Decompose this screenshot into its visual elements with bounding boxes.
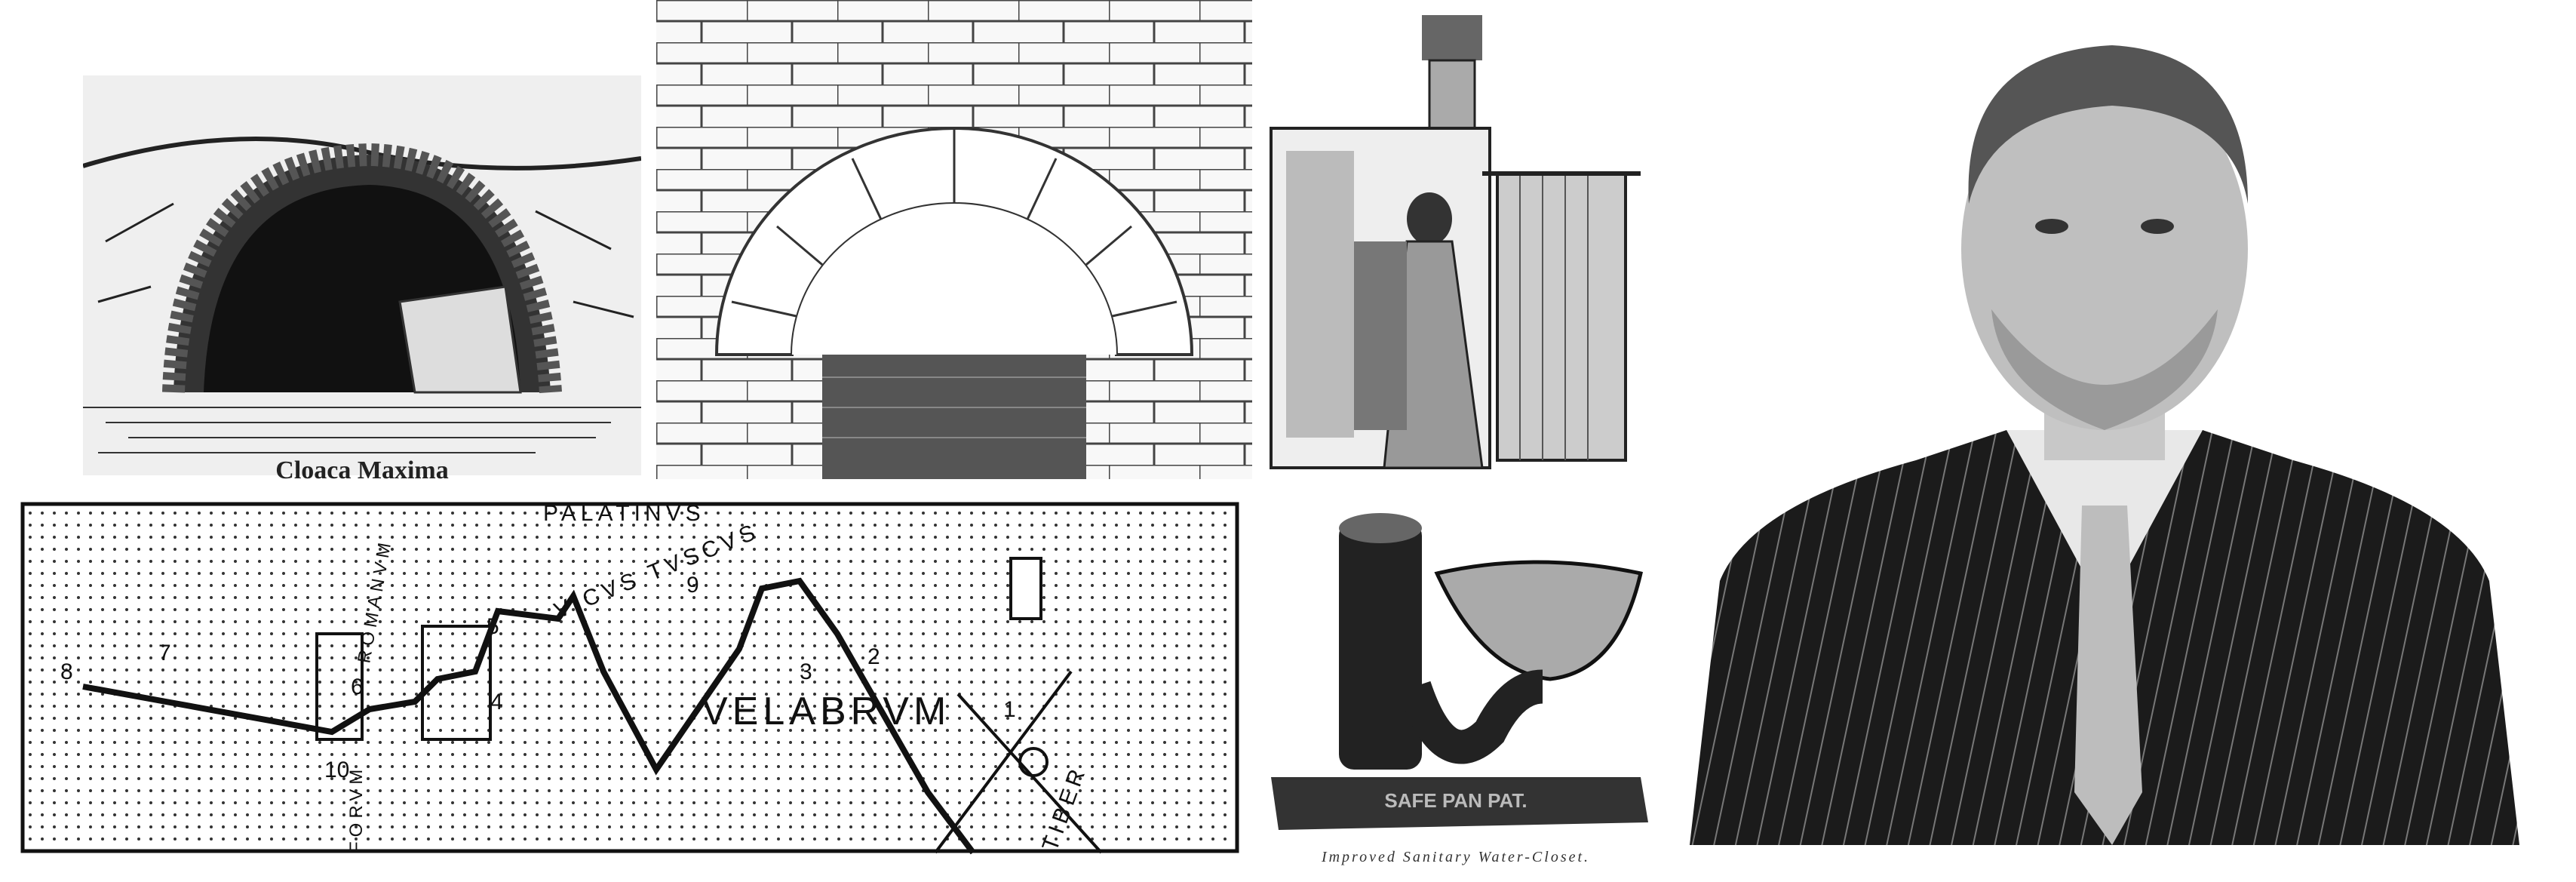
map-number: 6: [351, 675, 364, 699]
map-number: 3: [800, 659, 812, 684]
man-in-pinstripe-suit: [1690, 45, 2519, 845]
velabrum-map: PALATINVS VICVS TVSCVS VELABRVM FORVM RO…: [15, 498, 1252, 868]
map-drawing: PALATINVS VICVS TVSCVS VELABRVM FORVM RO…: [20, 501, 1239, 855]
map-number: 7: [158, 641, 171, 665]
water-closet-illustration: SAFE PAN PAT.: [1263, 506, 1656, 837]
map-number: 2: [867, 644, 880, 669]
map-number: 8: [60, 659, 73, 684]
water-closet-caption: Improved Sanitary Water-Closet.: [1321, 849, 1591, 865]
map-label-forum: FORVM: [346, 765, 367, 853]
toilet-drawing: SAFE PAN PAT.: [1271, 513, 1648, 830]
brick-arch-diagram: [656, 0, 1252, 479]
map-label-velabrum: VELABRVM: [702, 690, 950, 733]
portrait-photo: [1690, 38, 2519, 845]
cloaca-maxima-illustration: [83, 75, 641, 475]
map-label-palatinus: PALATINVS: [543, 501, 705, 526]
map-number: 4: [490, 690, 503, 715]
cloaca-maxima-caption: Cloaca Maxima: [275, 456, 449, 484]
map-number: 9: [686, 573, 699, 598]
toilet-plate-text: SAFE PAN PAT.: [1384, 789, 1527, 812]
brick-arch-drawing: [656, 0, 1252, 479]
outhouse-drawing: [1270, 15, 1641, 469]
cloaca-arch-drawing: [83, 75, 641, 475]
map-number: 10: [324, 758, 349, 782]
map-number: 5: [487, 614, 499, 639]
map-number: 1: [1003, 697, 1016, 722]
earth-closet-illustration: [1256, 15, 1656, 498]
